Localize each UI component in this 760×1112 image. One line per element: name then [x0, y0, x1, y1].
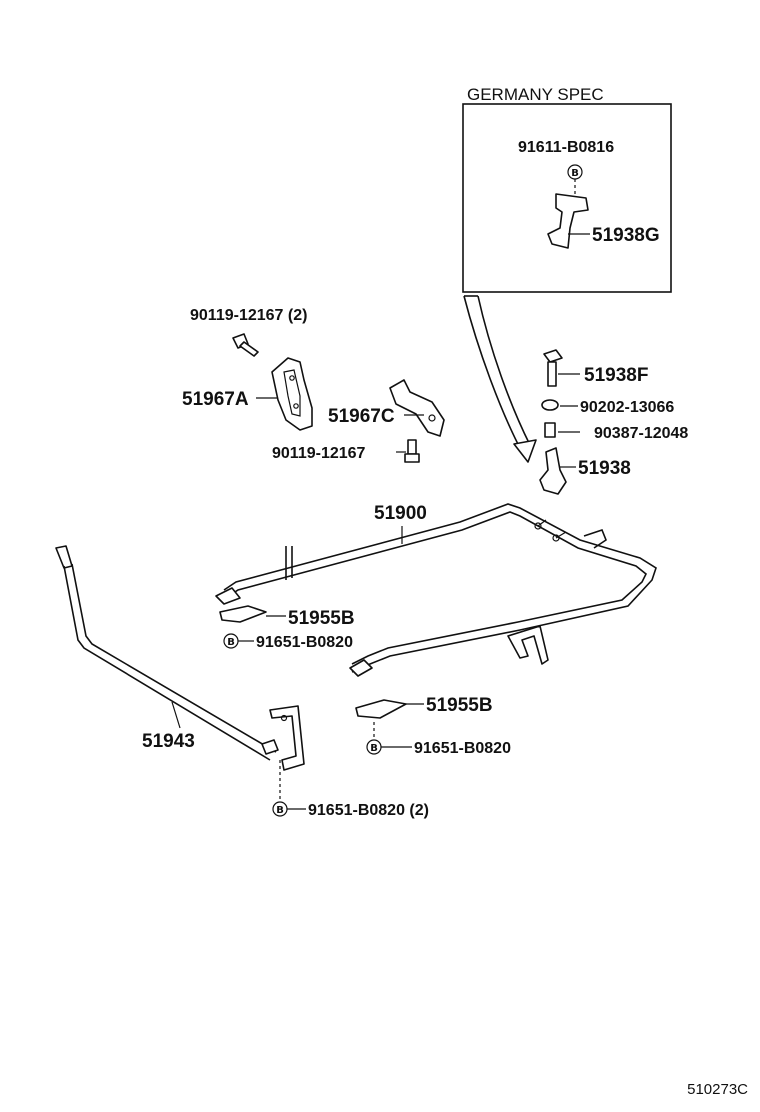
drawing-code: 510273C	[687, 1081, 748, 1098]
label-51943: 51943	[142, 731, 195, 752]
bolt-marker-icon: B	[366, 739, 382, 755]
label-90119-12167: 90119-12167	[272, 445, 366, 462]
svg-text:B: B	[227, 637, 235, 648]
label-51967a: 51967A	[182, 389, 249, 410]
bolt-90119-12167-upper	[232, 333, 259, 357]
label-51955b-left: 51955B	[288, 608, 355, 629]
label-51967c: 51967C	[328, 406, 395, 427]
part-51955b-left	[219, 605, 267, 623]
bolt-marker-icon: B	[272, 801, 288, 817]
label-90202-13066: 90202-13066	[580, 399, 674, 416]
arrow-head-icon	[513, 439, 537, 463]
svg-text:B: B	[276, 805, 284, 816]
label-51900: 51900	[374, 503, 427, 524]
part-51943-support-rod	[55, 545, 305, 771]
reference-arrow	[463, 295, 537, 463]
label-51938: 51938	[578, 458, 631, 479]
part-51938g	[547, 193, 589, 249]
inset-title: GERMANY SPEC	[467, 85, 604, 104]
part-51967a	[271, 357, 313, 431]
bolt-marker-icon: B	[223, 633, 239, 649]
label-91611-b0816: 91611-B0816	[518, 139, 614, 156]
label-90119-12167-2: 90119-12167 (2)	[190, 307, 307, 324]
label-91651-b0820-right: 91651-B0820	[414, 740, 511, 757]
part-51967c	[389, 379, 445, 437]
part-51938	[539, 447, 567, 495]
svg-text:B: B	[571, 168, 579, 179]
bolt-marker-icon: B	[567, 164, 583, 180]
germany-spec-inset: GERMANY SPEC 91611-B0816 B 51938G	[462, 85, 672, 293]
label-51938f: 51938F	[584, 365, 648, 386]
bolt-90119-12167-lower	[404, 439, 420, 463]
part-51955b-right	[355, 699, 407, 719]
svg-text:B: B	[370, 743, 378, 754]
washer-90202-13066	[541, 399, 559, 411]
label-51955b-right: 51955B	[426, 695, 493, 716]
label-91651-b0820-2: 91651-B0820 (2)	[308, 802, 429, 819]
part-51900-carrier-frame	[215, 503, 657, 677]
label-51938g: 51938G	[592, 225, 660, 246]
inset-frame	[462, 103, 672, 293]
collar-90387-12048	[544, 422, 556, 438]
label-90387-12048: 90387-12048	[594, 425, 688, 442]
label-91651-b0820-left: 91651-B0820	[256, 634, 353, 651]
bolt-51938f	[543, 349, 563, 387]
